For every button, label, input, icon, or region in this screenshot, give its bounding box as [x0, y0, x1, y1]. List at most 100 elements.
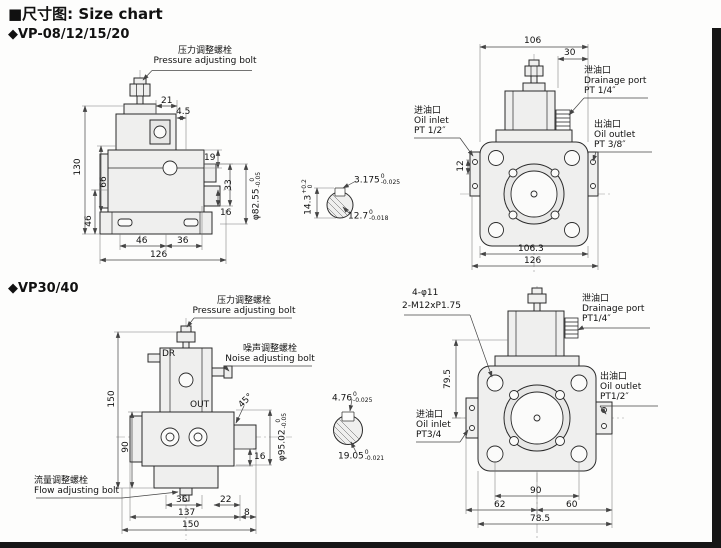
page-edge-right [712, 28, 721, 548]
dim-60: 60 [566, 500, 578, 510]
dim-46-bottom: 46 [136, 236, 148, 246]
tolerance-lower: -0.025 [380, 179, 401, 186]
flow-bolt-label-vp30: 流量调整螺栓 Flow adjusting bolt [34, 476, 119, 496]
vp30-side-dimensions [36, 317, 312, 534]
dim-66: 66 [99, 176, 109, 188]
shaft-diameter-value: φ82.55 [251, 188, 262, 221]
section-title-vp30: ◆VP30/40 [8, 281, 79, 296]
tolerance-lower: -0.05 [255, 171, 262, 188]
outlet-label-size: PT1/2″ [600, 392, 629, 402]
vp08-shaft-key-detail [314, 180, 357, 219]
pressure-bolt-label-cn: 压力调整螺栓 [177, 46, 232, 56]
noise-bolt-label-vp30: 噪声调整螺栓 Noise adjusting bolt [222, 344, 318, 364]
dim-12: 12 [456, 160, 466, 172]
tolerance-lower: -0.018 [369, 215, 389, 222]
vp08-front-view-drawing [460, 54, 612, 272]
oil-outlet-label-vp30: 出油口 Oil outlet PT1/2″ [600, 372, 641, 402]
bolt-holes-label: 4-φ11 [412, 288, 439, 298]
dim-21: 21 [161, 96, 173, 106]
noise-bolt-label-en: Noise adjusting bolt [225, 354, 315, 364]
dim-36: 36 [177, 236, 189, 246]
tolerance-stack: 0-0.021 [365, 450, 384, 462]
dim-16-vp08: 16 [220, 208, 232, 218]
tolerance-lower: -0.025 [353, 397, 373, 404]
tolerance-stack: 0-0.025 [381, 174, 400, 186]
page-title: ■尺寸图: Size chart [8, 5, 163, 23]
dim-126-front: 126 [524, 256, 542, 266]
tolerance-stack: 0-0.025 [353, 392, 372, 404]
dim-90-bottom: 90 [530, 486, 542, 496]
tolerance-stack: 0-0.05 [249, 171, 262, 188]
page-edge-bottom [0, 542, 721, 548]
flow-bolt-label-en: Flow adjusting bolt [34, 486, 120, 496]
inlet-label-cn: 进油口 [416, 410, 444, 420]
vp08-side-dimensions [82, 70, 252, 264]
dim-22: 22 [220, 495, 232, 505]
tolerance-stack: 0-0.018 [369, 210, 388, 222]
dim-126-side: 126 [150, 250, 168, 260]
outlet-label-cn: 出油口 [600, 372, 628, 382]
outlet-label-cn: 出油口 [594, 120, 622, 130]
drain-label-size: PT1/4″ [582, 314, 611, 324]
dim-33: 33 [224, 179, 234, 191]
inlet-label-size: PT 1/2″ [414, 126, 446, 136]
inlet-label-en: Oil inlet [414, 116, 449, 126]
key-depth-value: 19.05 [338, 451, 364, 462]
dim-8: 8 [244, 508, 250, 518]
key-width-value: 4.76 [332, 393, 353, 404]
tolerance-upper: 0 [364, 449, 369, 456]
drain-label-cn: 泄油口 [584, 66, 612, 76]
drain-label-en: Drainage port [582, 304, 645, 314]
dim-90-left: 90 [121, 441, 131, 453]
drain-label-en: Drainage port [584, 76, 647, 86]
dim-46-left: 46 [84, 215, 94, 227]
dim-150-left: 150 [107, 390, 117, 408]
vp08-side-view-drawing [92, 70, 232, 244]
section-title-vp08: ◆VP-08/12/15/20 [8, 27, 130, 42]
inlet-label-size: PT3/4 [416, 430, 442, 440]
outlet-label-size: PT 3/8″ [594, 140, 626, 150]
dim-130: 130 [73, 158, 83, 176]
inlet-label-en: Oil inlet [416, 420, 451, 430]
dim-16-vp30: 16 [254, 452, 266, 462]
key-width-value: 3.175 [354, 175, 380, 186]
thread-spec-label: 2-M12xP1.75 [402, 301, 461, 311]
dim-4-5: 4.5 [176, 107, 191, 117]
oil-inlet-label-vp30: 进油口 Oil inlet PT3/4 [416, 410, 451, 440]
vp08-front-dimensions [414, 44, 652, 270]
pressure-bolt-label-cn: 压力调整螺栓 [216, 296, 271, 306]
drain-port-thread-symbol-vp30 [564, 317, 579, 339]
tolerance-upper: 0 [380, 173, 385, 180]
dim-79-5: 79.5 [443, 368, 453, 390]
noise-bolt-label-cn: 噪声调整螺栓 [242, 344, 297, 354]
drain-port-label-vp30: 泄油口 Drainage port PT1/4″ [582, 294, 644, 324]
dr-port-label: DR [162, 349, 176, 359]
outlet-label-en: Oil outlet [600, 382, 642, 392]
dim-78-5: 78.5 [530, 514, 551, 524]
pressure-bolt-label-en: Pressure adjusting bolt [192, 306, 296, 316]
vp30-front-view-drawing [452, 286, 624, 540]
tolerance-upper: 0 [353, 391, 357, 398]
flow-bolt-label-cn: 流量调整螺栓 [34, 476, 89, 486]
dim-30: 30 [564, 48, 576, 58]
pressure-bolt-label-en: Pressure adjusting bolt [153, 56, 257, 66]
pressure-bolt-label-vp08: 压力调整螺栓 Pressure adjusting bolt [150, 46, 260, 66]
outlet-label-en: Oil outlet [594, 130, 636, 140]
tolerance-lower: -0.05 [281, 412, 288, 429]
drain-label-cn: 泄油口 [582, 294, 610, 304]
shaft-diameter-value: φ95.02 [277, 429, 288, 462]
dim-106: 106 [524, 36, 542, 46]
key-depth-value: 12.7 [348, 211, 369, 222]
tolerance-upper: 0 [369, 209, 373, 216]
dim-137: 137 [178, 508, 196, 518]
pressure-bolt-label-vp30: 压力调整螺栓 Pressure adjusting bolt [192, 296, 296, 316]
